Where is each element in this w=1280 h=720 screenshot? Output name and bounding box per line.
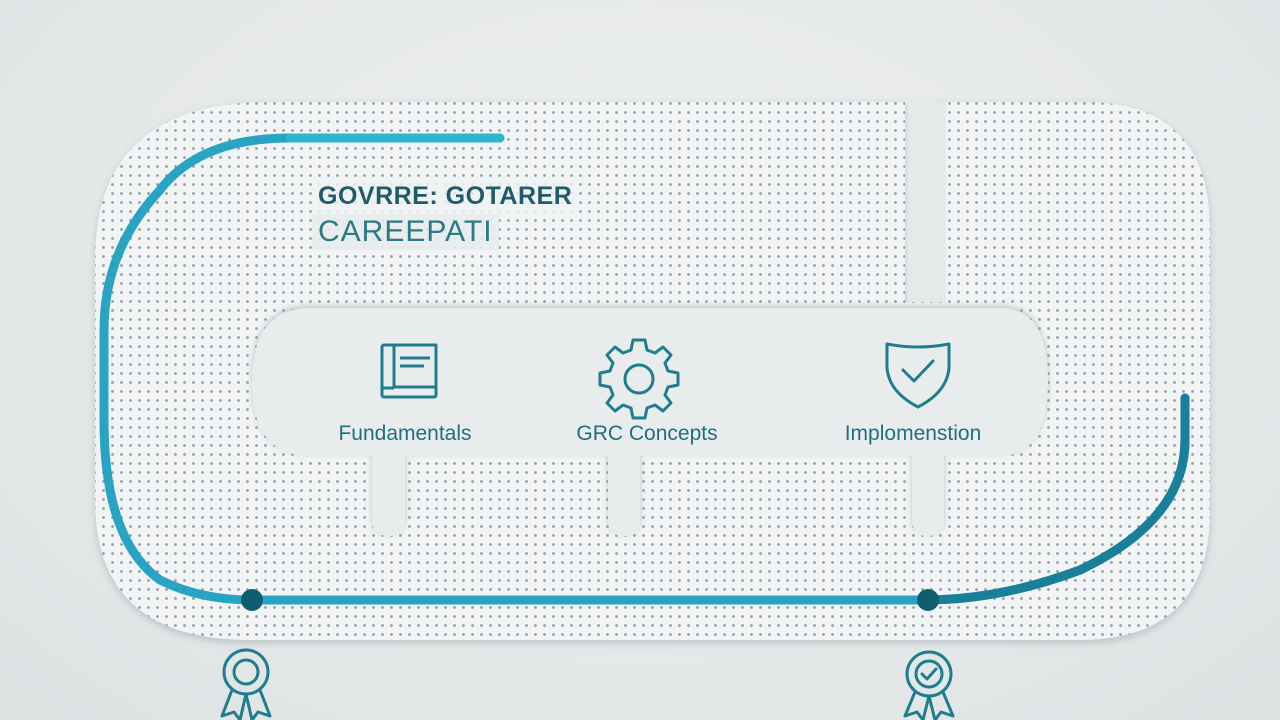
stage-label-fundamentals: Fundamentals — [338, 422, 472, 445]
diagram-title: GOVRRE: GOTARER CAREEPATI — [312, 178, 632, 250]
award-ribbon-icon — [220, 648, 272, 720]
book-icon — [380, 343, 438, 399]
progress-node-end — [917, 589, 939, 611]
shield-check-icon — [885, 342, 951, 409]
gear-icon — [598, 338, 680, 420]
board-gap — [908, 102, 946, 302]
stages-recess — [252, 308, 1048, 536]
stage-label-implementation: Implomenstion — [844, 422, 982, 445]
title-line-2: CAREEPATI — [312, 214, 499, 250]
title-line-1: GOVRRE: GOTARER — [312, 178, 579, 214]
progress-track — [99, 133, 1190, 605]
progress-node-start — [241, 589, 263, 611]
award-ribbon-check-icon — [903, 650, 955, 720]
stage-label-grc-concepts: GRC Concepts — [576, 422, 718, 445]
